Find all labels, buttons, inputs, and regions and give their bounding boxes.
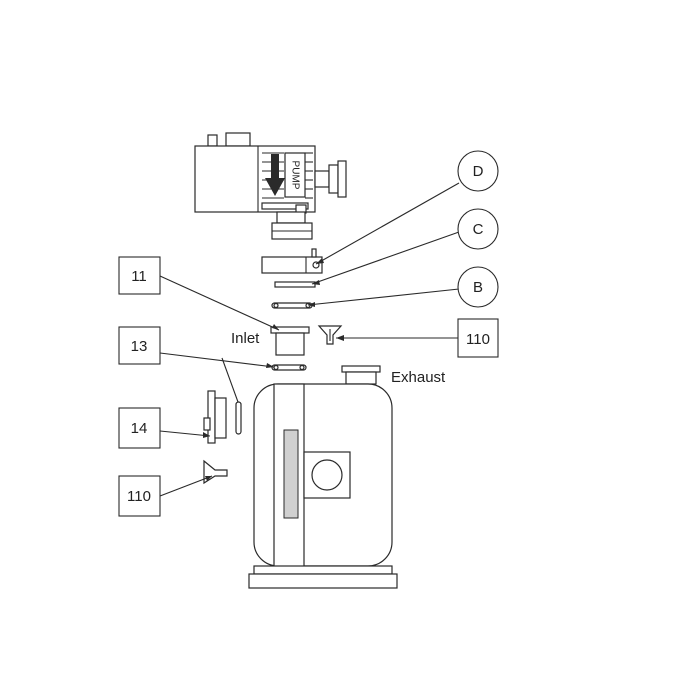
- callout-14-text: 14: [131, 420, 148, 437]
- callout-b: B: [457, 266, 499, 308]
- valve-label-text: PUMP: [289, 161, 300, 190]
- exhaust-label: Exhaust: [391, 369, 446, 386]
- part-110-strainer-right: [317, 325, 343, 345]
- callout-11: 11: [118, 256, 161, 295]
- part-11-inlet-adaptor: [270, 326, 310, 356]
- flow-arrow-icon: [265, 154, 285, 196]
- part-c-seal: [274, 281, 316, 288]
- callout-13-text: 13: [131, 338, 148, 355]
- callout-110-right-text: 110: [466, 331, 490, 348]
- part-13-o-ring: [235, 364, 307, 435]
- pump-body: [248, 365, 398, 589]
- part-b-o-ring: [271, 302, 313, 309]
- callout-d: D: [457, 150, 499, 192]
- callout-b-text: B: [473, 279, 483, 296]
- callout-110-right: 110: [457, 318, 499, 358]
- inlet-label: Inlet: [231, 330, 260, 347]
- callout-c: C: [457, 208, 499, 250]
- callout-11-text: 11: [131, 268, 147, 285]
- part-d-clamp: [261, 248, 323, 274]
- part-14-clamp-plate: [203, 390, 227, 444]
- callout-c-text: C: [473, 221, 484, 238]
- callout-110-left: 110: [118, 475, 161, 517]
- inlet-valve-assembly: PUMP: [194, 132, 347, 240]
- callout-110-left-text: 110: [127, 488, 151, 505]
- callout-13: 13: [118, 326, 161, 365]
- callout-d-text: D: [473, 163, 484, 180]
- callout-14: 14: [118, 407, 161, 449]
- leader-lines: [159, 182, 460, 497]
